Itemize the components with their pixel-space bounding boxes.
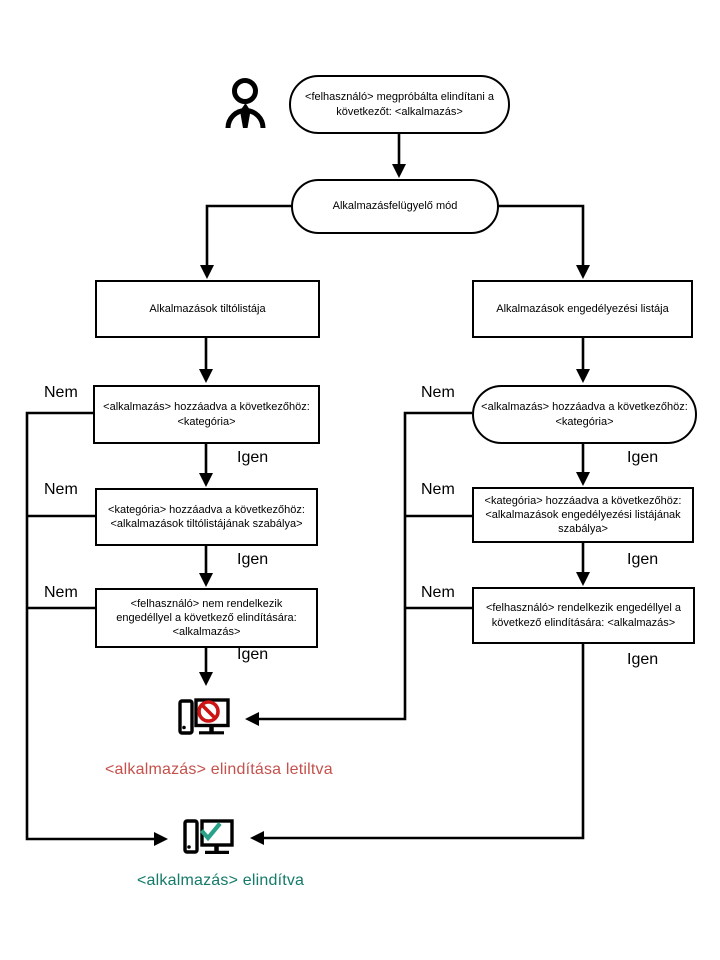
edge-deny-no-trunk-to-started (25, 411, 168, 846)
edge-deny-user-yes-to-blocked (199, 648, 213, 686)
edge-mode-to-denylist (200, 204, 292, 279)
edge-deny-app-yes (199, 444, 213, 487)
edge-allow-rule-yes (576, 543, 590, 586)
edge-label-yes: Igen (237, 449, 269, 466)
node-user-attempt: <felhasználó> megpróbálta elindítani a k… (289, 75, 510, 134)
node-allow-category-rule-text: <kategória> hozzáadva a következőhöz: <a… (484, 494, 682, 536)
edge-allow-app-yes (576, 444, 590, 486)
prohibition-icon (197, 700, 220, 723)
edge-allow-no-trunk-to-blocked (245, 411, 472, 726)
node-application-control-mode-text: Alkalmazásfelügyelő mód (332, 200, 458, 213)
edge-label-no: Nem (44, 584, 78, 601)
edge-label-no: Nem (421, 384, 455, 401)
node-user-no-permission: <felhasználó> nem rendelkezik engedéllye… (95, 588, 318, 648)
edge-label-no: Nem (421, 584, 455, 601)
node-user-has-permission: <felhasználó> rendelkezik engedéllyel a … (472, 587, 695, 644)
node-deny-category-rule: <kategória> hozzáadva a következőhöz: <a… (95, 488, 318, 546)
node-deny-app-in-category-text: <alkalmazás> hozzáadva a következőhöz: <… (103, 401, 310, 428)
computer-blocked-icon (178, 698, 230, 735)
edge-label-yes: Igen (627, 651, 659, 668)
edge-label-yes: Igen (627, 551, 659, 568)
node-deny-category-rule-text: <kategória> hozzáadva a következőhöz: <a… (108, 503, 305, 530)
node-allow-app-in-category: <alkalmazás> hozzáadva a következőhöz: <… (472, 385, 697, 444)
edge-mode-to-allowlist (498, 204, 590, 279)
node-application-control-mode: Alkalmazásfelügyelő mód (291, 179, 499, 234)
edge-label-no: Nem (421, 481, 455, 498)
edge-denylist-to-deny-app (199, 338, 213, 383)
node-allow-category-rule: <kategória> hozzáadva a következőhöz: <a… (472, 487, 694, 543)
edge-label-yes: Igen (627, 449, 659, 466)
edge-label-yes: Igen (237, 646, 269, 663)
node-user-has-permission-text: <felhasználó> rendelkezik engedéllyel a … (485, 602, 682, 629)
edge-allow-user-yes-to-started (250, 644, 585, 845)
edge-allowlist-to-allow-app (576, 338, 590, 383)
node-denylist-text: Alkalmazások tiltólistája (149, 302, 266, 315)
node-allowlist: Alkalmazások engedélyezési listája (472, 280, 693, 338)
computer-allowed-icon (183, 819, 234, 854)
edge-start-to-mode (392, 134, 406, 178)
node-deny-app-in-category: <alkalmazás> hozzáadva a következőhöz: <… (93, 385, 320, 444)
user-icon (225, 78, 266, 129)
result-blocked-text: <alkalmazás> elindítása letiltva (105, 761, 333, 778)
edge-label-no: Nem (44, 481, 78, 498)
node-allowlist-text: Alkalmazások engedélyezési listája (496, 302, 669, 315)
node-allow-app-in-category-text: <alkalmazás> hozzáadva a következőhöz: <… (481, 401, 688, 428)
node-user-no-permission-text: <felhasználó> nem rendelkezik engedéllye… (116, 597, 297, 639)
node-user-attempt-text: <felhasználó> megpróbálta elindítani a k… (305, 91, 494, 118)
edge-label-yes: Igen (237, 551, 269, 568)
result-started-text: <alkalmazás> elindítva (137, 872, 305, 889)
checkmark-icon (199, 822, 222, 842)
edge-deny-rule-yes (199, 546, 213, 587)
edge-label-no: Nem (44, 384, 78, 401)
node-denylist: Alkalmazások tiltólistája (95, 280, 320, 338)
